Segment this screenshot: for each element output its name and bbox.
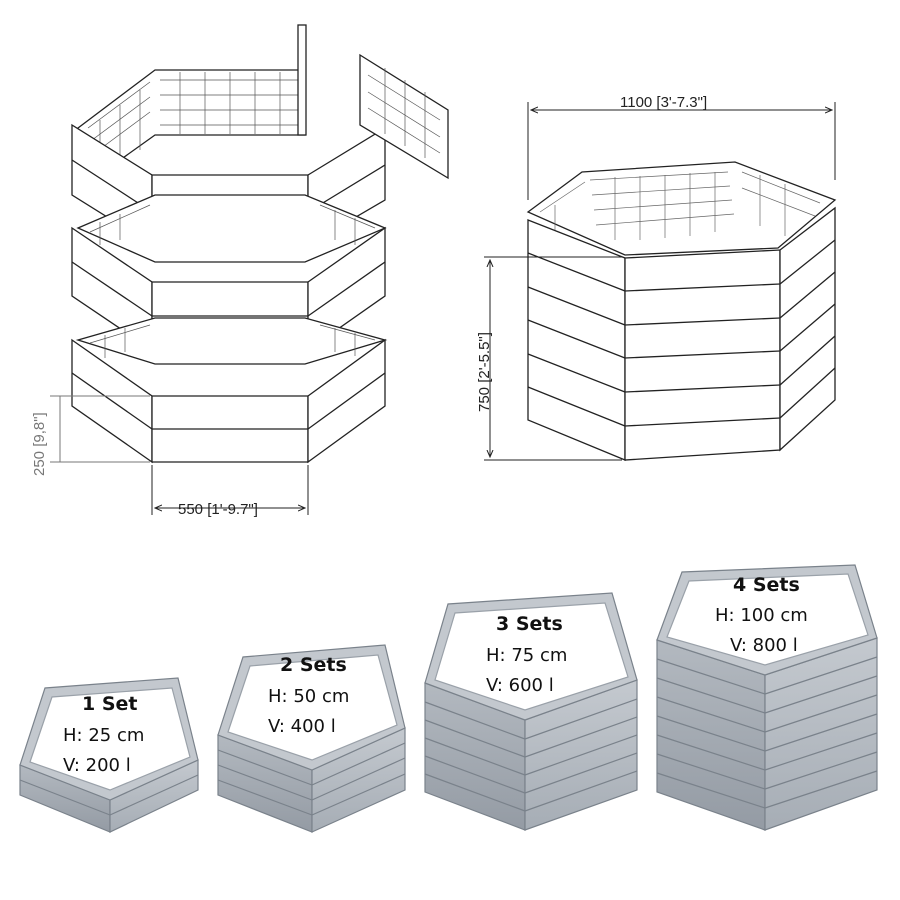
set-4-title: 4 Sets — [733, 574, 800, 596]
full-width-label: 1100 [3'-7.3"] — [620, 94, 707, 111]
set-3-bed — [424, 592, 638, 831]
width-dimension-single — [151, 465, 309, 515]
single-height-label: 250 [9,8"] — [31, 412, 48, 476]
set-1-bed — [19, 677, 199, 833]
set-1-height: H: 25 cm — [63, 725, 144, 746]
set-4-volume: V: 800 l — [730, 635, 798, 656]
height-dimension-full — [484, 256, 622, 461]
set-3-height: H: 75 cm — [486, 645, 567, 666]
full-height-label: 750 [2'-5.5"] — [476, 332, 493, 412]
set-4-bed — [656, 564, 878, 831]
width-dimension-full — [527, 102, 836, 200]
set-2-volume: V: 400 l — [268, 716, 336, 737]
set-4-height: H: 100 cm — [715, 605, 808, 626]
set-1-volume: V: 200 l — [63, 755, 131, 776]
set-2-bed — [217, 644, 406, 833]
exploded-stack — [50, 24, 449, 515]
bottom-tier — [71, 317, 388, 464]
height-dimension-single — [50, 395, 150, 463]
single-width-label: 550 [1'-9.7"] — [178, 501, 258, 518]
assembled-board-lines — [527, 239, 836, 427]
assembled-bed — [484, 102, 837, 461]
set-2-title: 2 Sets — [280, 654, 347, 676]
set-1-title: 1 Set — [82, 693, 138, 715]
set-3-volume: V: 600 l — [486, 675, 554, 696]
set-3-title: 3 Sets — [496, 613, 563, 635]
set-2-height: H: 50 cm — [268, 686, 349, 707]
